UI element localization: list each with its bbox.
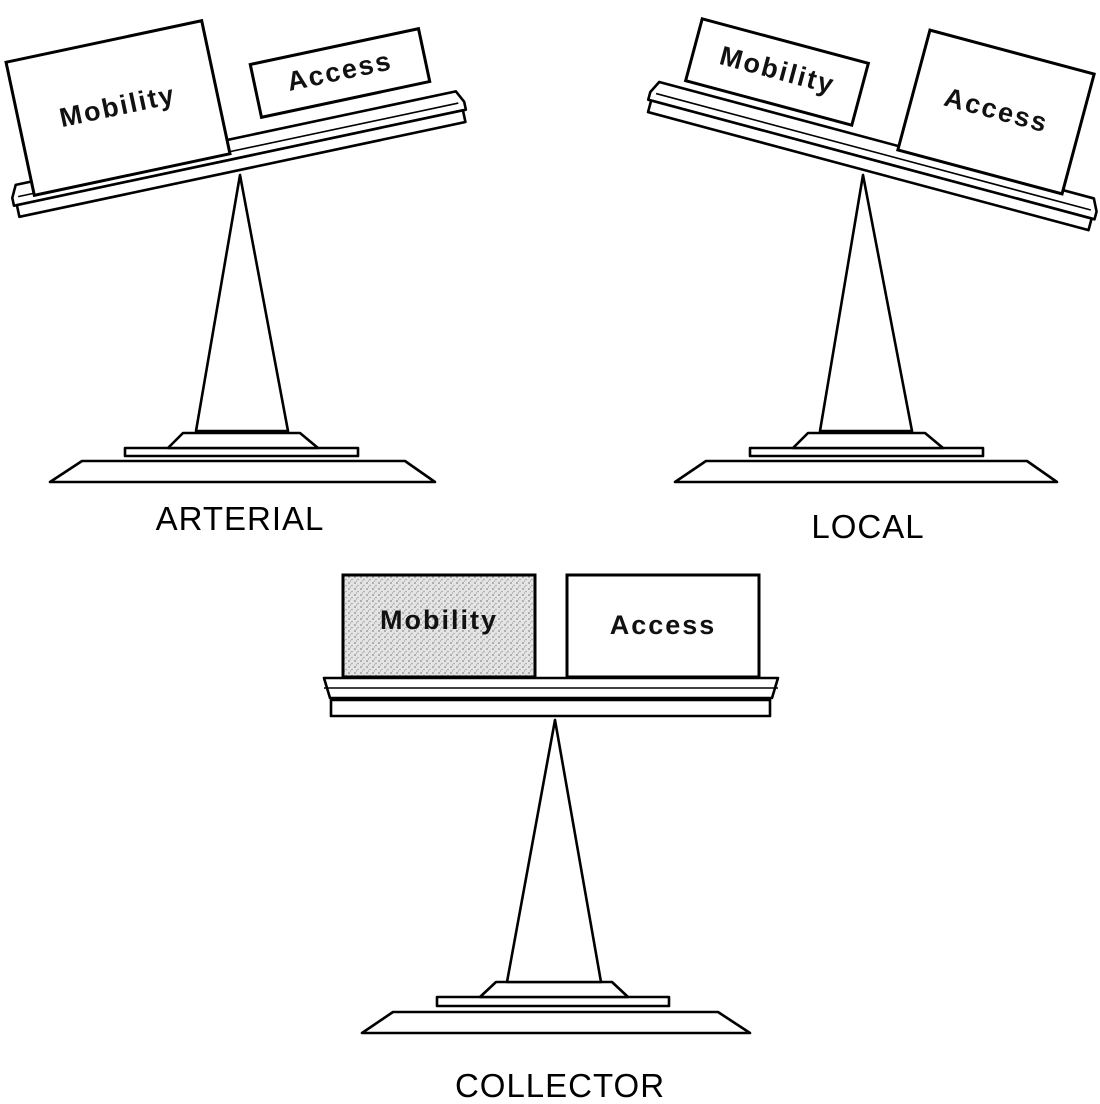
scale-stand (360, 718, 752, 1035)
scale-caption: ARTERIAL (156, 500, 325, 537)
scale-stand (48, 173, 437, 484)
scale-left-box: Mobility (4, 18, 232, 198)
scale-local: Mobility Access LOCAL (646, 16, 1098, 545)
scale-caption: LOCAL (811, 508, 924, 545)
box-label-access: Access (610, 610, 717, 640)
scale-right-box: Access (896, 28, 1096, 196)
box-label-mobility: Mobility (380, 605, 498, 635)
scale-right-box: Access (248, 26, 432, 120)
scale-beam (646, 80, 1098, 232)
scale-left-box: Mobility (683, 16, 871, 128)
scale-caption: COLLECTOR (455, 1067, 665, 1104)
scale-stand (673, 173, 1059, 484)
scale-beam (322, 676, 780, 718)
scale-right-box: Access (565, 573, 761, 679)
scale-arterial: Mobility Access ARTERIAL (4, 18, 468, 537)
scale-left-box: Mobility (341, 573, 537, 679)
scale-collector: Mobility Access COLLECTOR (322, 573, 780, 1104)
